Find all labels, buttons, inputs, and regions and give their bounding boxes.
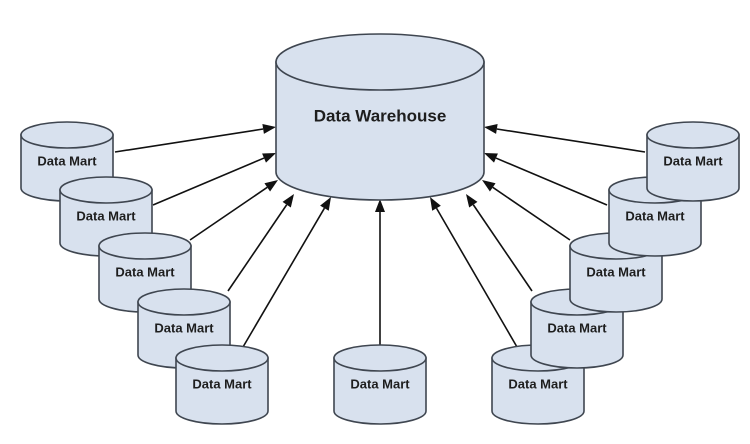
data-mart-5-top <box>175 344 269 372</box>
arrow-mart-9-head <box>482 180 496 192</box>
arrow-mart-5 <box>242 197 331 348</box>
arrow-mart-10-shaft <box>495 157 608 206</box>
data-warehouse-node: Data Warehouse <box>275 33 485 201</box>
data-mart-3-label: Data Mart <box>115 264 175 279</box>
data-mart-6: Data Mart <box>333 344 427 425</box>
data-mart-8-label: Data Mart <box>547 320 607 335</box>
arrow-mart-5-shaft <box>242 207 326 348</box>
arrow-mart-2-shaft <box>152 157 265 206</box>
arrow-mart-6-head <box>375 199 385 212</box>
arrow-mart-5-head <box>320 197 331 211</box>
data-mart-5: Data Mart <box>175 344 269 425</box>
arrow-mart-2-head <box>262 153 276 163</box>
arrow-mart-3 <box>189 180 278 241</box>
data-mart-11: Data Mart <box>646 121 740 202</box>
data-mart-6-body <box>333 357 427 425</box>
data-mart-2-label: Data Mart <box>76 208 136 223</box>
arrow-mart-4-head <box>282 194 294 208</box>
arrow-mart-7-shaft <box>435 207 518 348</box>
data-mart-4-label: Data Mart <box>154 320 214 335</box>
data-mart-3-top <box>98 232 192 260</box>
arrow-mart-6 <box>375 199 385 350</box>
data-warehouse-body <box>275 61 485 201</box>
data-mart-2-top <box>59 176 153 204</box>
data-mart-1-label: Data Mart <box>37 153 97 168</box>
arrow-mart-7-head <box>430 197 441 211</box>
data-mart-9-body <box>569 245 663 313</box>
data-mart-11-top <box>646 121 740 149</box>
data-mart-11-body <box>646 134 740 202</box>
arrow-mart-1 <box>114 124 276 153</box>
data-mart-10-body <box>608 189 702 257</box>
arrow-mart-11-head <box>484 124 498 134</box>
arrow-mart-8-shaft <box>472 204 533 292</box>
arrow-mart-10-head <box>484 153 498 163</box>
arrow-mart-4 <box>227 194 294 292</box>
data-mart-7-label: Data Mart <box>508 376 568 391</box>
arrow-mart-3-shaft <box>189 186 268 241</box>
data-mart-4-top <box>137 288 231 316</box>
arrow-mart-7 <box>430 197 518 348</box>
arrow-mart-2 <box>152 153 276 206</box>
data-mart-1-top <box>20 121 114 149</box>
data-mart-6-label: Data Mart <box>350 376 410 391</box>
data-mart-10-label: Data Mart <box>625 208 685 223</box>
arrow-mart-11 <box>484 124 646 153</box>
arrow-mart-4-shaft <box>227 204 288 292</box>
arrow-mart-8-head <box>466 194 478 208</box>
data-mart-8-body <box>530 301 624 369</box>
data-mart-5-label: Data Mart <box>192 376 252 391</box>
data-mart-6-top <box>333 344 427 372</box>
data-warehouse-label: Data Warehouse <box>314 106 447 125</box>
data-mart-9-label: Data Mart <box>586 264 646 279</box>
data-mart-11-label: Data Mart <box>663 153 723 168</box>
arrow-mart-3-head <box>264 180 278 192</box>
arrow-mart-1-head <box>262 124 276 134</box>
data-mart-5-body <box>175 357 269 425</box>
data-warehouse: Data Warehouse <box>275 33 485 201</box>
arrow-mart-10 <box>484 153 608 206</box>
arrows-layer <box>114 124 646 350</box>
data-mart-7-body <box>491 357 585 425</box>
arrow-mart-9 <box>482 180 571 241</box>
arrow-mart-1-shaft <box>114 128 264 153</box>
arrow-mart-8 <box>466 194 533 292</box>
arrow-mart-11-shaft <box>496 128 646 153</box>
data-warehouse-top <box>275 33 485 91</box>
arrow-mart-9-shaft <box>492 186 571 241</box>
